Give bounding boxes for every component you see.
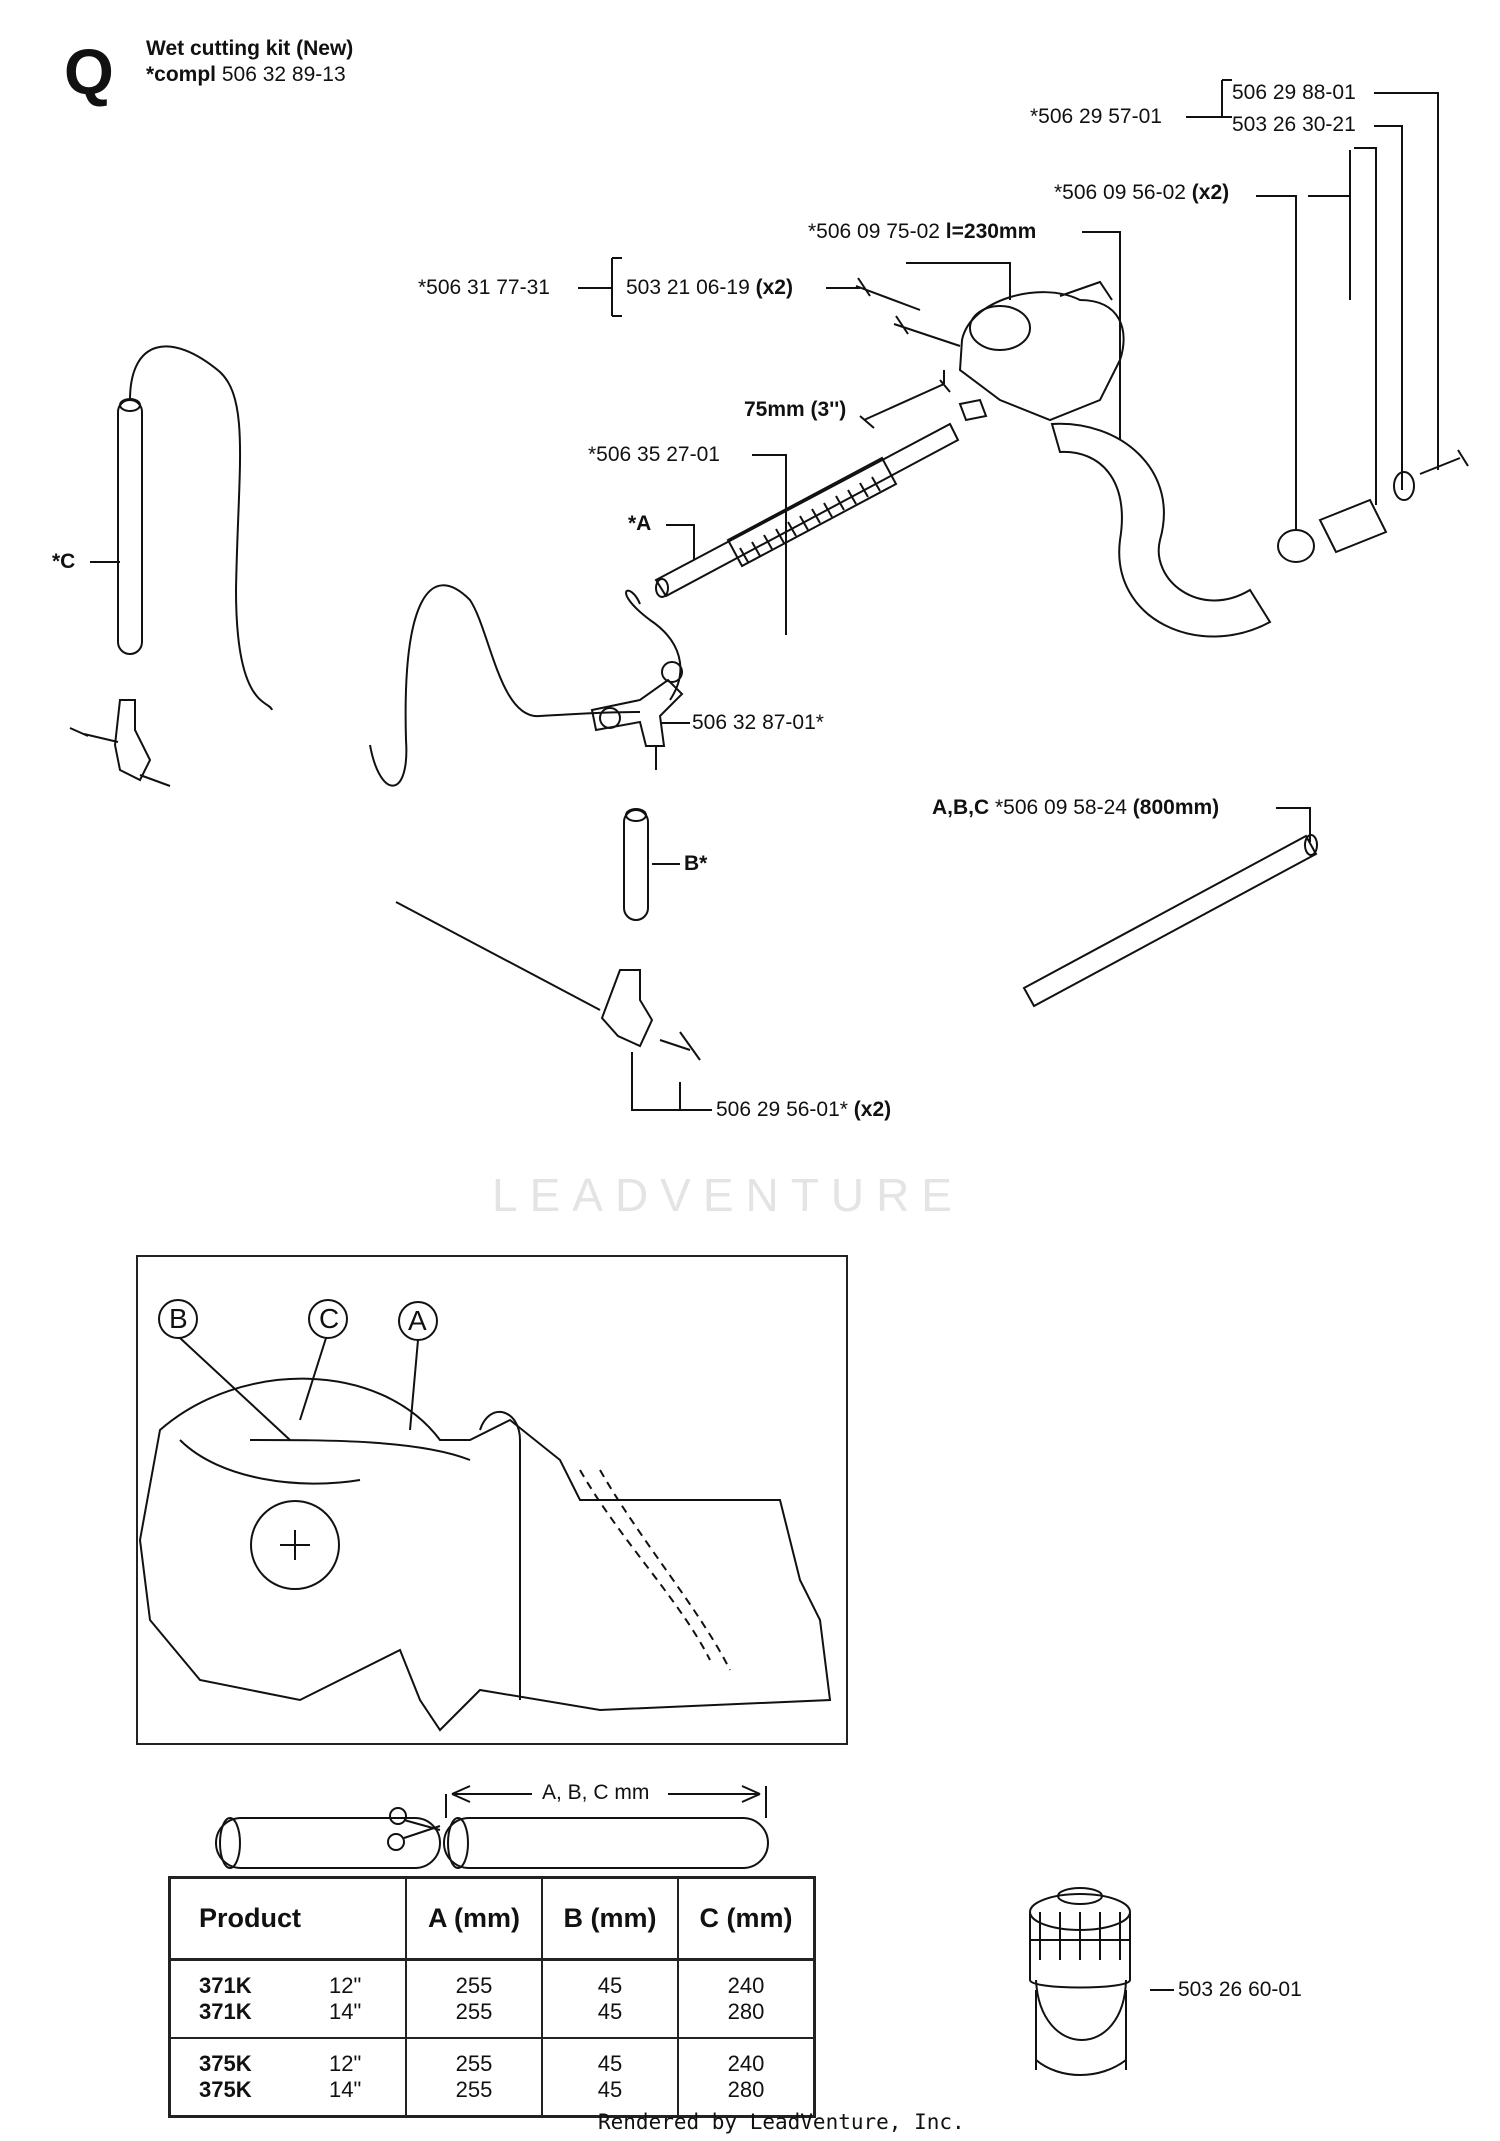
leader-hook [906, 262, 1011, 300]
screw-bottom [659, 1031, 701, 1061]
hose-fitting [1318, 498, 1388, 554]
o-ring [1393, 471, 1415, 501]
hose-a-tail [625, 589, 682, 701]
header-b: B (mm) [541, 1877, 678, 1961]
label-503-26-30-21: 503 26 30-21 [1232, 113, 1356, 136]
cut-tubes [215, 1817, 769, 1869]
spring-guard [726, 456, 898, 568]
footer-credit: Rendered by LeadVenture, Inc. [598, 2110, 965, 2134]
watermark: LEADVENTURE [492, 1169, 964, 1221]
leader-group [1308, 150, 1351, 300]
measure-label: A, B, C mm [542, 1781, 650, 1804]
leader-503-26-30 [1374, 125, 1403, 490]
label-506-29-56-01: 506 29 56-01* (x2) [716, 1098, 892, 1121]
leader-506-35-27 [752, 454, 787, 635]
section-letter: Q [64, 36, 114, 108]
label-506-09-56-02: *506 09 56-02 (x2) [1054, 181, 1230, 204]
kit-part-value: 506 32 89-13 [216, 63, 346, 86]
header-product: Product [169, 1877, 406, 1961]
elbow-fitting-bottom [600, 969, 654, 1048]
screw-top-b [893, 315, 961, 347]
saw-label-b: B [169, 1303, 188, 1334]
screw-right [1419, 449, 1469, 475]
screw-left [69, 727, 119, 743]
leader-506-09-75 [1082, 231, 1121, 440]
kit-part-number: *compl 506 32 89-13 [146, 62, 346, 87]
saw-label-a: A [408, 1305, 427, 1336]
hose-b [623, 809, 649, 921]
saw-illustration [138, 1299, 832, 1732]
kit-part-prefix: *compl [146, 63, 217, 86]
label-506-29-57-01: *506 29 57-01 [1030, 105, 1162, 128]
label-506-31-77-31: *506 31 77-31 [418, 276, 550, 299]
label-506-32-87-01: 506 32 87-01* [692, 711, 824, 734]
label-503-21-06-19: 503 21 06-19 (x2) [626, 276, 793, 299]
saw-label-c: C [319, 1303, 340, 1334]
label-a: *A [628, 512, 652, 535]
hose-230mm [1050, 422, 1272, 638]
label-75mm: 75mm (3'') [744, 398, 847, 421]
label-506-35-27-01: *506 35 27-01 [588, 443, 720, 466]
diagram-title: Wet cutting kit (New) [146, 37, 354, 60]
hose-c-line [129, 345, 273, 711]
tube-800mm [1022, 834, 1318, 1008]
elbow-fitting-left [113, 699, 152, 782]
saw-inset-frame [136, 1255, 848, 1745]
hose-join-line [369, 584, 641, 787]
quick-coupling [1029, 1887, 1131, 2076]
hose-c [117, 399, 143, 655]
leader-506-09-56-a [1354, 147, 1377, 505]
valve-body [958, 280, 1125, 422]
dimension-75mm [859, 379, 951, 429]
label-c: *C [52, 550, 76, 573]
label-800mm: A,B,C *506 09 58-24 (800mm) [932, 796, 1220, 819]
table-header-row: Product A (mm) B (mm) C (mm) [169, 1877, 815, 1961]
leader-506-29-56 [631, 1052, 712, 1111]
label-503-26-60-01: 503 26 60-01 [1178, 1978, 1302, 2001]
label-506-29-88-01: 506 29 88-01 [1232, 81, 1356, 104]
hose-clamp [1277, 529, 1315, 563]
bracket-506-31-77 [578, 257, 622, 317]
label-506-09-75-02: *506 09 75-02 l=230mm [808, 220, 1037, 243]
leader-506-29-88 [1374, 92, 1439, 470]
header-c: C (mm) [677, 1877, 815, 1961]
header-a: A (mm) [405, 1877, 542, 1961]
leader-A [666, 524, 695, 560]
hose-a [654, 422, 960, 598]
pipe-line [395, 901, 601, 1011]
leader-506-09-56-b [1256, 195, 1297, 530]
leader-800mm [1276, 807, 1311, 842]
label-b: B* [684, 852, 708, 875]
y-connector [590, 661, 684, 747]
bracket-506-29-57 [1186, 79, 1232, 118]
scissors-icon [387, 1807, 441, 1851]
screw-top-a [855, 277, 921, 311]
